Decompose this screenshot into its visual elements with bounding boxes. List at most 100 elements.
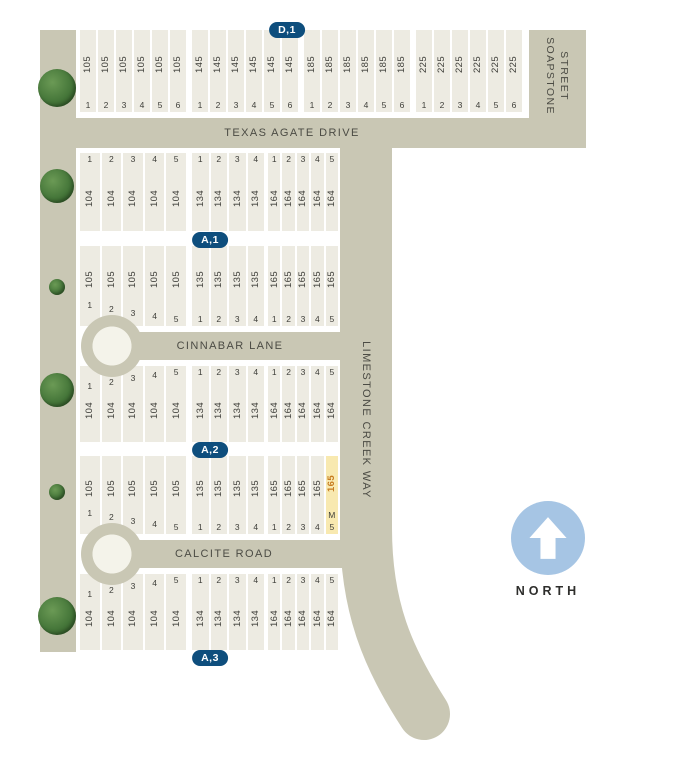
lot-number: 5	[329, 154, 335, 164]
lot-number: 4	[315, 575, 320, 585]
lot-number: 4	[139, 100, 145, 110]
lot-block-number: 145	[284, 55, 296, 74]
lot-number: 6	[511, 100, 517, 110]
